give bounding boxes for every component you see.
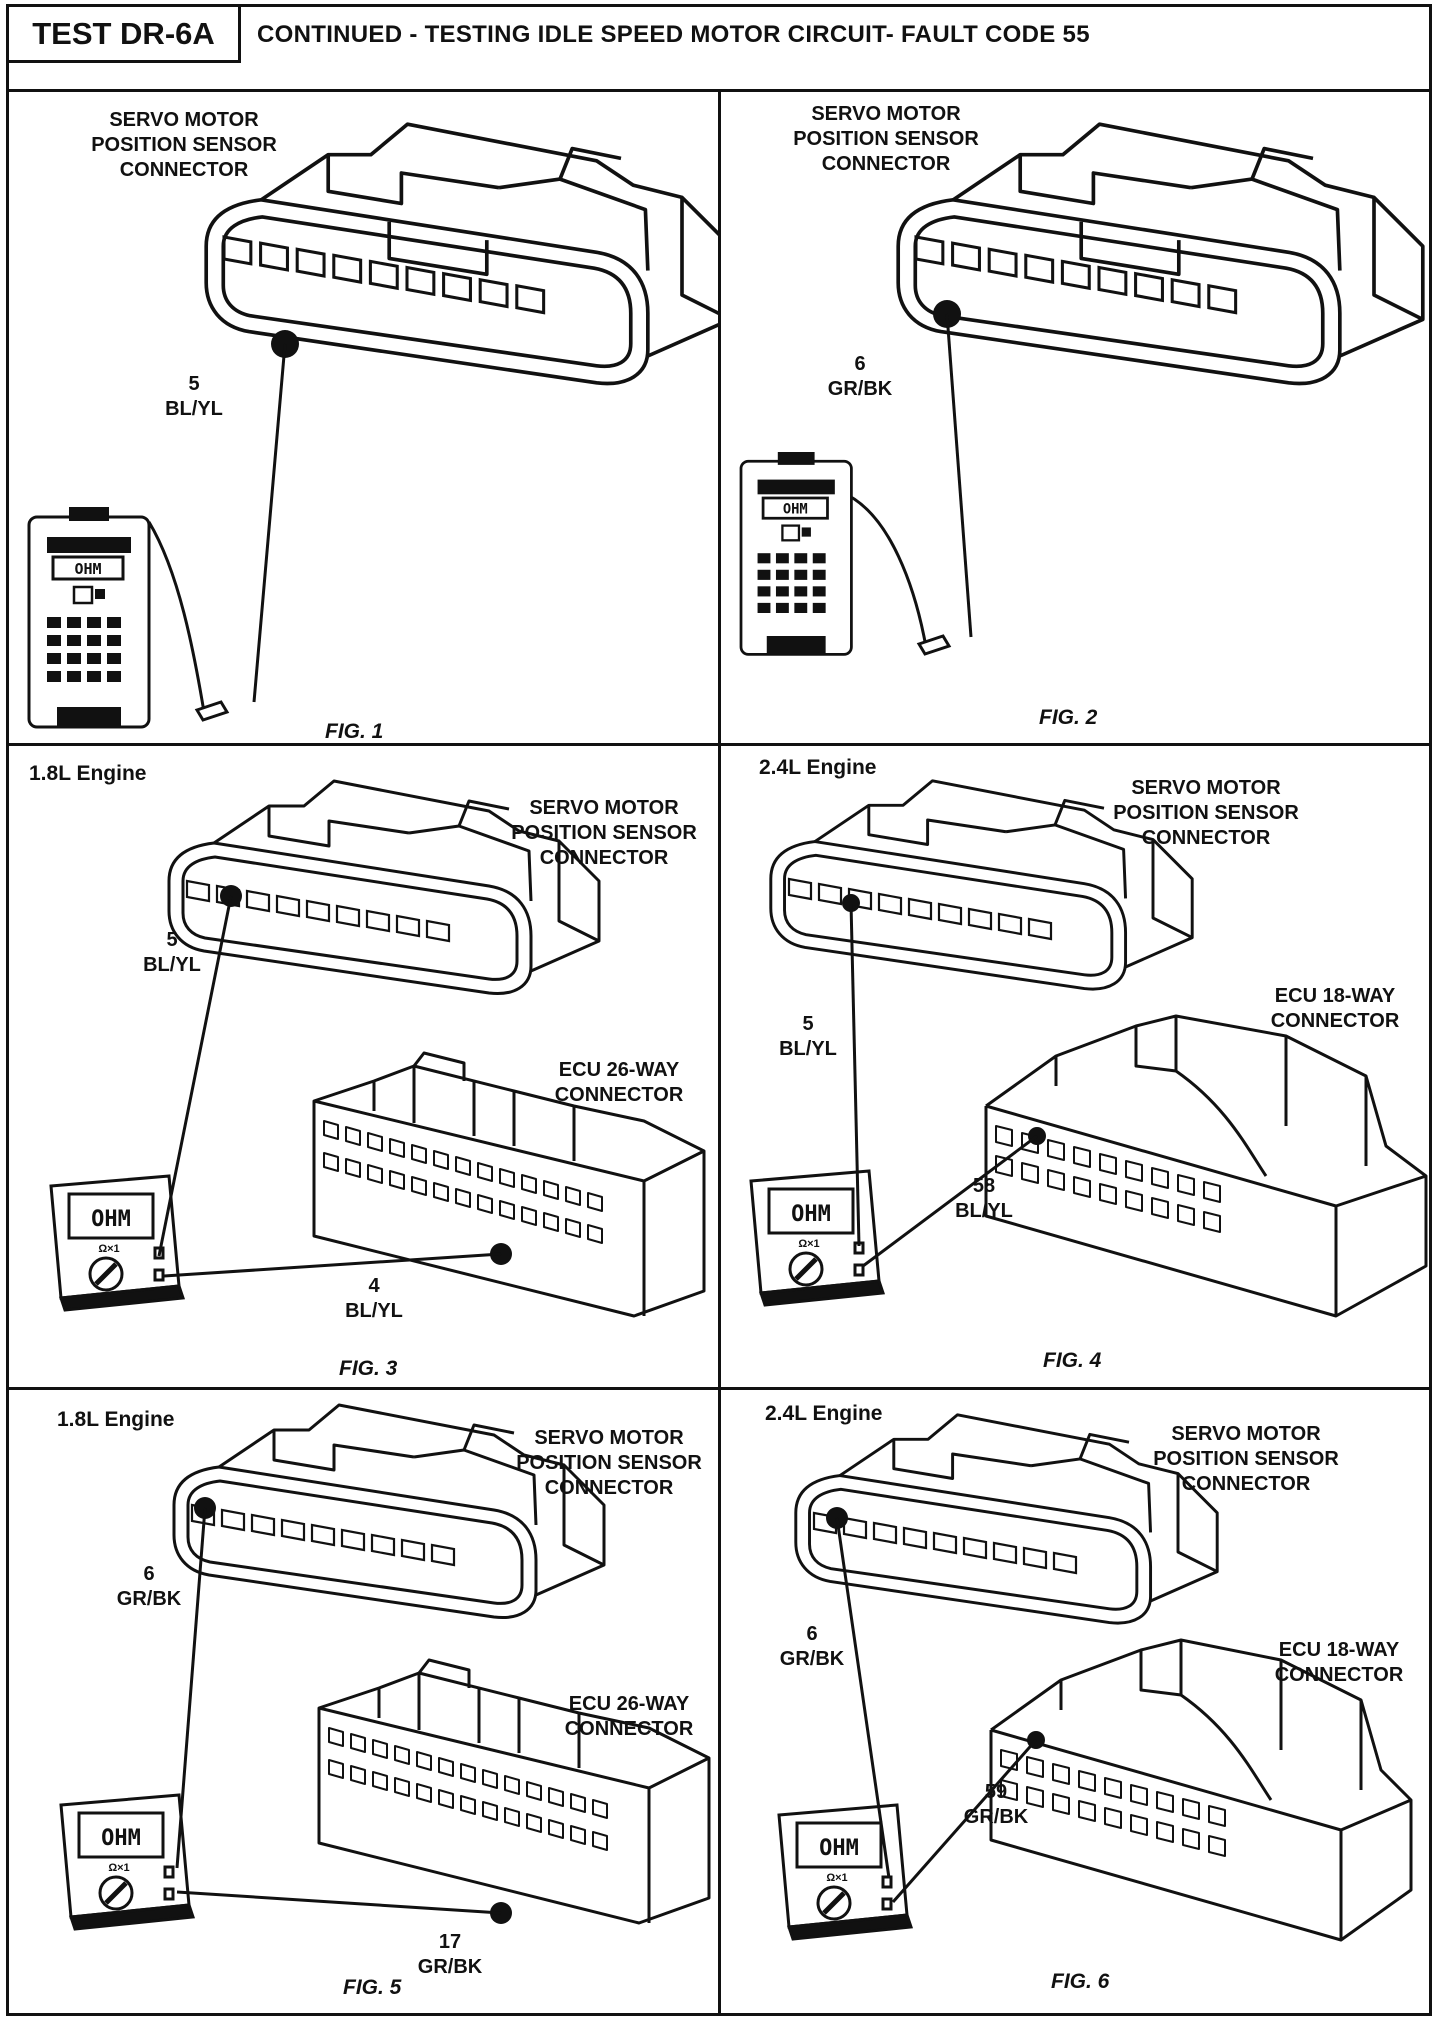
grid-divider-row-2 bbox=[9, 1387, 1429, 1390]
test-id-box: TEST DR-6A bbox=[9, 7, 241, 63]
connector-label: SERVO MOTOR POSITION SENSOR CONNECTOR bbox=[793, 103, 979, 175]
header-row: TEST DR-6A CONTINUED - TESTING IDLE SPEE… bbox=[9, 7, 1429, 92]
ecu-pin-label: 17 GR/BK bbox=[417, 1931, 483, 1978]
ecu-18-way-connector bbox=[989, 1638, 1413, 1942]
connector-label: SERVO MOTOR POSITION SENSOR CONNECTOR bbox=[516, 1427, 702, 1499]
engine-label: 2.4L Engine bbox=[759, 756, 877, 779]
test-lead bbox=[840, 490, 928, 648]
connector-pin-row bbox=[914, 235, 1238, 315]
ohmmeter-handheld: OHM bbox=[739, 452, 853, 656]
test-page: TEST DR-6A CONTINUED - TESTING IDLE SPEE… bbox=[6, 4, 1432, 2016]
ohmmeter-bench: OHM Ω×1 bbox=[749, 1169, 886, 1307]
test-lead bbox=[835, 1517, 891, 1879]
ecu-connector-label: ECU 18-WAY CONNECTOR bbox=[1270, 985, 1400, 1032]
figure-5-drawing: OHM Ω×1 bbox=[59, 1403, 711, 1931]
figure-3-drawing: OHM Ω×1 bbox=[49, 779, 706, 1318]
figure-2-drawing: OHM bbox=[739, 122, 1425, 656]
meter-range-text: Ω×1 bbox=[826, 1872, 847, 1884]
pin-label: 6 GR/BK bbox=[779, 1623, 845, 1670]
test-lead bbox=[945, 313, 973, 638]
meter-display-text: OHM bbox=[791, 1202, 831, 1227]
figure-caption: FIG. 3 bbox=[339, 1357, 398, 1380]
meter-display-text: OHM bbox=[783, 502, 808, 518]
connector-pin-row bbox=[222, 235, 546, 315]
test-lead bbox=[849, 902, 861, 1247]
engine-label: 2.4L Engine bbox=[765, 1402, 883, 1425]
figure-4-panel: OHM Ω×1 2.4L Engine SERVO MOTOR POSITION… bbox=[721, 746, 1435, 1387]
pin-label: 5 BL/YL bbox=[165, 373, 223, 420]
connector-pin-row bbox=[787, 877, 1053, 941]
servo-connector-drawing bbox=[204, 122, 718, 386]
meter-range-text: Ω×1 bbox=[798, 1238, 819, 1250]
servo-connector-drawing bbox=[794, 1413, 1219, 1625]
figure-caption: FIG. 4 bbox=[1043, 1349, 1102, 1372]
figure-6-panel: OHM Ω×1 2.4L Engine SERVO MOTOR POSITION… bbox=[721, 1390, 1435, 2013]
meter-display-text: OHM bbox=[91, 1207, 131, 1232]
figure-3-panel: OHM Ω×1 1.8L Engine SERVO MOTOR POSITION… bbox=[9, 746, 718, 1387]
test-lead bbox=[176, 1890, 502, 1915]
servo-connector-drawing bbox=[172, 1403, 606, 1620]
figure-6-drawing: OHM Ω×1 bbox=[777, 1413, 1413, 1942]
ecu-pin-label: 59 GR/BK bbox=[963, 1781, 1029, 1828]
meter-display-text: OHM bbox=[74, 560, 101, 578]
ecu-connector-label: ECU 26-WAY CONNECTOR bbox=[554, 1059, 684, 1106]
ecu-18-way-connector bbox=[984, 1014, 1428, 1318]
meter-range-text: Ω×1 bbox=[108, 1862, 129, 1874]
ecu-26-way-connector bbox=[317, 1658, 711, 1925]
figure-1-drawing: OHM bbox=[27, 122, 718, 729]
grid-divider-vertical bbox=[718, 89, 721, 2013]
probe-point bbox=[826, 1507, 848, 1529]
connector-label: SERVO MOTOR POSITION SENSOR CONNECTOR bbox=[1113, 777, 1299, 849]
figure-1-panel: OHM SERVO MOTOR POSITION SENSOR CONNECTO… bbox=[9, 92, 718, 743]
test-lead bbox=[252, 343, 287, 703]
meter-display-text: OHM bbox=[819, 1836, 859, 1861]
pin-label: 6 GR/BK bbox=[116, 1563, 182, 1610]
test-lead bbox=[175, 1507, 207, 1869]
ohmmeter-bench: OHM Ω×1 bbox=[49, 1174, 186, 1312]
connector-label: SERVO MOTOR POSITION SENSOR CONNECTOR bbox=[1153, 1423, 1339, 1495]
meter-display-text: OHM bbox=[101, 1826, 141, 1851]
servo-connector-drawing bbox=[167, 779, 601, 996]
figure-caption: FIG. 2 bbox=[1039, 706, 1098, 729]
test-lead bbox=[862, 1134, 1038, 1268]
figure-2-panel: OHM SERVO MOTOR POSITION SENSOR CONNECTO… bbox=[721, 92, 1435, 743]
engine-label: 1.8L Engine bbox=[57, 1408, 175, 1431]
connector-label: SERVO MOTOR POSITION SENSOR CONNECTOR bbox=[511, 797, 697, 869]
ecu-connector-label: ECU 26-WAY CONNECTOR bbox=[564, 1693, 694, 1740]
servo-connector-drawing bbox=[769, 779, 1194, 991]
figure-caption: FIG. 1 bbox=[325, 720, 384, 743]
engine-label: 1.8L Engine bbox=[29, 762, 147, 785]
ohmmeter-bench: OHM Ω×1 bbox=[777, 1803, 914, 1941]
ohmmeter-bench: OHM Ω×1 bbox=[59, 1793, 196, 1931]
ecu-pin-label: 58 BL/YL bbox=[955, 1175, 1013, 1222]
connector-pin-row bbox=[812, 1511, 1078, 1575]
pin-label: 5 BL/YL bbox=[779, 1013, 837, 1060]
page-title: CONTINUED - TESTING IDLE SPEED MOTOR CIR… bbox=[257, 21, 1090, 48]
pin-label: 5 BL/YL bbox=[143, 929, 201, 976]
grid-divider-row-1 bbox=[9, 743, 1429, 746]
figure-caption: FIG. 6 bbox=[1051, 1970, 1110, 1993]
pin-label: 6 GR/BK bbox=[827, 353, 893, 400]
probe-tip bbox=[916, 634, 952, 656]
figure-caption: FIG. 5 bbox=[343, 1976, 402, 1999]
connector-pin-row bbox=[190, 1503, 456, 1567]
ecu-connector-label: ECU 18-WAY CONNECTOR bbox=[1274, 1639, 1404, 1686]
probe-tip bbox=[194, 700, 230, 722]
test-lead bbox=[163, 1252, 502, 1278]
ohmmeter-handheld: OHM bbox=[27, 507, 151, 729]
servo-connector-drawing bbox=[896, 122, 1425, 386]
ecu-pin-label: 4 BL/YL bbox=[345, 1275, 403, 1322]
ecu-26-way-connector bbox=[312, 1051, 706, 1318]
test-lead bbox=[157, 895, 233, 1257]
figure-5-panel: OHM Ω×1 1.8L Engine SERVO MOTOR POSITION… bbox=[9, 1390, 718, 2013]
meter-range-text: Ω×1 bbox=[98, 1243, 119, 1255]
test-lead bbox=[147, 521, 206, 713]
figure-4-drawing: OHM Ω×1 bbox=[749, 779, 1428, 1318]
test-lead bbox=[891, 1739, 1038, 1903]
connector-label: SERVO MOTOR POSITION SENSOR CONNECTOR bbox=[91, 109, 277, 181]
